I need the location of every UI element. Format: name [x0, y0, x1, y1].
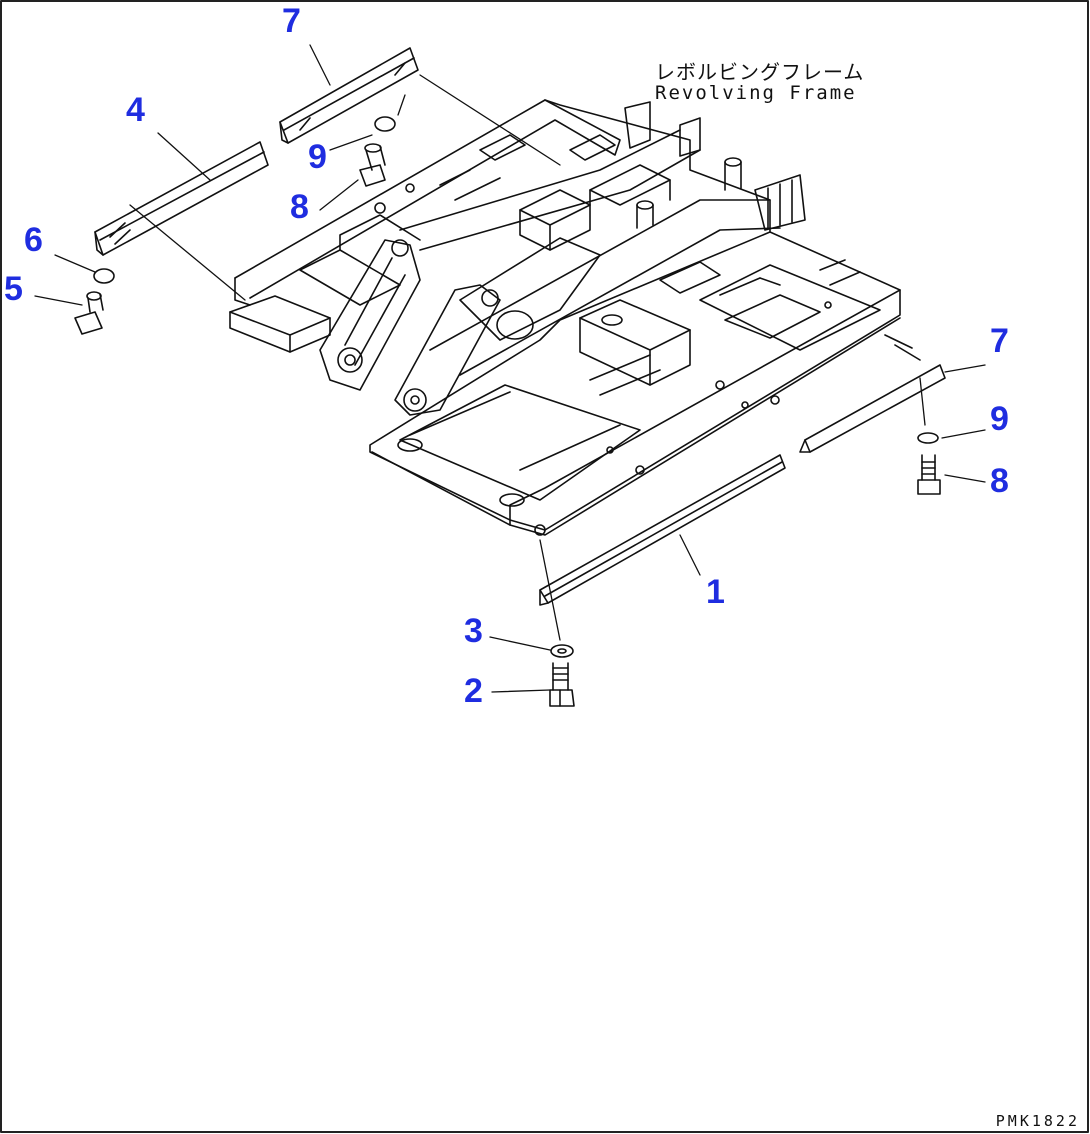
bolt-8-right	[917, 454, 941, 495]
callout-2: 2	[464, 672, 483, 710]
cover-part-4	[94, 141, 269, 256]
washer-6	[93, 268, 115, 284]
callout-5: 5	[4, 270, 23, 308]
washer-9-top	[374, 116, 396, 132]
leader-lines	[34, 44, 986, 693]
callout-8-top: 8	[290, 188, 309, 226]
callout-9-top: 9	[308, 138, 327, 176]
callout-4: 4	[126, 91, 145, 129]
callout-1: 1	[706, 573, 725, 611]
washer-3	[550, 644, 574, 658]
title-japanese: レボルビングフレーム	[655, 60, 865, 84]
cover-part-1	[539, 454, 786, 606]
title-english: Revolving Frame	[655, 82, 857, 104]
callout-7-right: 7	[990, 322, 1009, 360]
cover-part-7-top	[279, 47, 419, 144]
callout-3: 3	[464, 612, 483, 650]
revolving-frame	[229, 99, 901, 536]
callout-6: 6	[24, 221, 43, 259]
bolt-5	[74, 291, 104, 335]
callout-8-right: 8	[990, 462, 1009, 500]
bolt-2	[549, 662, 575, 707]
callout-7-top: 7	[282, 2, 301, 40]
cover-part-7-right	[799, 334, 946, 453]
bolt-8-top	[359, 143, 386, 187]
callout-9-right: 9	[990, 400, 1009, 438]
washer-9-right	[917, 432, 939, 444]
drawing-code: PMK1822	[995, 1112, 1080, 1130]
